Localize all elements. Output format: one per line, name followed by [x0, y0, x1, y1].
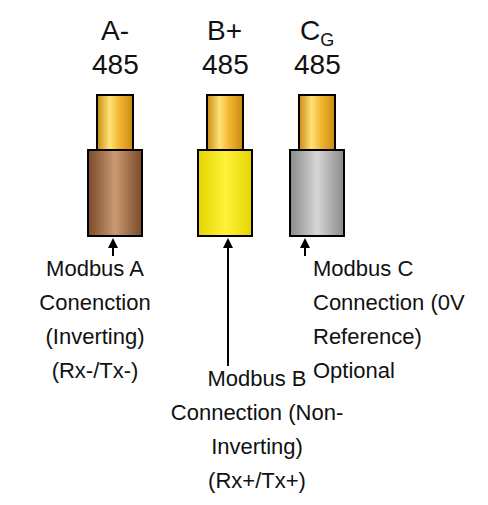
wire-sleeve — [88, 150, 142, 236]
wire-sleeve — [198, 150, 252, 236]
wire-sleeve — [290, 150, 344, 236]
wire-pin — [299, 95, 335, 151]
wire-pin — [207, 95, 243, 151]
pin-name: A- — [101, 16, 129, 47]
wire-pin — [97, 95, 133, 151]
pin-name-group: CG — [300, 16, 334, 47]
arrow-head — [223, 238, 233, 248]
arrow-head — [300, 238, 310, 248]
callout-text: Modbus A Conenction (Inverting) (Rx-/Tx-… — [20, 252, 170, 388]
arrow-head — [108, 238, 118, 248]
callout-text: Modbus C Connection (0V Reference) Optio… — [313, 252, 483, 388]
leader-line — [227, 246, 229, 366]
bus-name: 485 — [294, 50, 341, 81]
bus-name: 485 — [92, 50, 139, 81]
pin-subscript: G — [320, 30, 334, 50]
pin-name: C — [300, 15, 320, 46]
bus-name: 485 — [202, 50, 249, 81]
pin-name: B+ — [207, 16, 242, 47]
